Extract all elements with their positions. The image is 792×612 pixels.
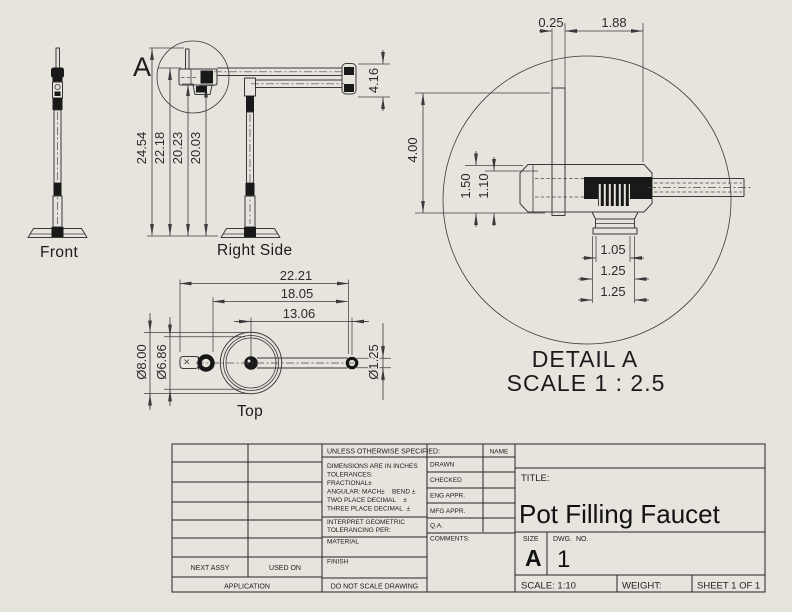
- mount-plate: [551, 87, 566, 216]
- dim-spout-od-2: 1.25: [600, 284, 625, 299]
- application-label: APPLICATION: [224, 584, 270, 591]
- spec-line: THREE PLACE DECIMAL ±: [327, 506, 410, 513]
- dwg-no-value: 1: [557, 546, 570, 573]
- title-block-grid: [171, 443, 766, 593]
- spout-outlet: [592, 227, 638, 235]
- approval-row-checked: CHECKED: [430, 477, 462, 484]
- detail-callout-label: A: [133, 52, 151, 82]
- dim-overall-width: 22.21: [280, 268, 313, 283]
- used-on-label: USED ON: [269, 565, 301, 572]
- dim-reach: 13.06: [283, 306, 316, 321]
- material-label: MATERIAL: [327, 539, 359, 546]
- title-label: TITLE:: [521, 473, 550, 484]
- dim-base-inner-dia: Ø6.86: [154, 344, 169, 379]
- dim-arm-width: 18.05: [281, 286, 314, 301]
- dim-bore-id: 1.10: [476, 173, 491, 198]
- detail-circle: [156, 40, 230, 114]
- dim-overall-height: 24.54: [134, 132, 149, 165]
- do-not-scale-label: DO NOT SCALE DRAWING: [331, 584, 419, 591]
- dim-spout-id: 1.05: [600, 242, 625, 257]
- detail-a-view: 0.25 1.88 4.00 1.50 1.10 1.05 1.25 1.25: [404, 14, 752, 396]
- drawing-title: Pot Filling Faucet: [519, 499, 721, 529]
- detail-a-scale: SCALE 1 : 2.5: [507, 370, 666, 396]
- name-column-header: NAME: [490, 449, 509, 456]
- weight-label: WEIGHT:: [622, 581, 662, 592]
- title-block: UNLESS OTHERWISE SPECIFIED: DIMENSIONS A…: [171, 443, 766, 593]
- size-value: A: [525, 545, 542, 571]
- approval-row-eng: ENG APPR.: [430, 493, 465, 500]
- extension-lines: [415, 23, 644, 303]
- front-view: Front: [27, 47, 88, 261]
- interpret-label: INTERPRET GEOMETRIC: [327, 519, 405, 526]
- tube-end: [345, 356, 359, 370]
- dim-spout-height: 20.03: [188, 132, 203, 165]
- next-assy-label: NEXT ASSY: [191, 565, 230, 572]
- dim-tube-dia: Ø1.25: [366, 344, 381, 379]
- approval-row-mfg: MFG APPR.: [430, 508, 466, 515]
- valve-body: [519, 164, 653, 213]
- spec-line: TOLERANCES:: [327, 472, 373, 479]
- approval-row-drawn: DRAWN: [430, 462, 455, 469]
- sheet-label: SHEET 1 OF 1: [697, 581, 760, 592]
- spec-line: ANGULAR: MACH± BEND ±: [327, 489, 416, 496]
- dim-end-height: 4.16: [366, 68, 381, 93]
- dim-spout-od-1: 1.25: [600, 263, 625, 278]
- dim-plate-thickness: 0.25: [538, 15, 563, 30]
- spec-line: TWO PLACE DECIMAL ±: [327, 497, 407, 504]
- comments-label: COMMENTS:: [430, 536, 470, 543]
- right-side-view-label: Right Side: [217, 242, 293, 259]
- dwg-no-label: DWG. NO.: [553, 536, 588, 543]
- right-side-view: 24.54 22.18 20.23 20.03 4.16 A Rig: [133, 40, 390, 259]
- unless-otherwise-label: UNLESS OTHERWISE SPECIFIED:: [327, 449, 440, 456]
- top-view-label: Top: [237, 403, 263, 420]
- spec-line: DIMENSIONS ARE IN INCHES: [327, 463, 418, 470]
- approval-row-qa: Q.A.: [430, 523, 443, 530]
- top-view: 22.21 18.05 13.06 Ø8.00 Ø6.86 Ø1.25 Top: [133, 267, 391, 420]
- dim-body-length: 1.88: [601, 15, 626, 30]
- detail-a-title: DETAIL A: [532, 346, 638, 372]
- detail-boundary-circle: [442, 55, 732, 345]
- valve-top: [197, 354, 215, 372]
- dim-base-outer-dia: Ø8.00: [134, 344, 149, 379]
- extension-lines: [144, 279, 391, 394]
- dim-detail-height: 4.00: [405, 137, 420, 162]
- dim-body-height: 20.23: [170, 132, 185, 165]
- dim-body-od: 1.50: [458, 173, 473, 198]
- spec-line: FRACTIONAL±: [327, 480, 372, 487]
- finish-label: FINISH: [327, 559, 349, 566]
- front-view-label: Front: [40, 244, 78, 261]
- size-label: SIZE: [523, 536, 539, 543]
- scale-label: SCALE: 1:10: [521, 581, 576, 592]
- knurled-section: [598, 184, 630, 206]
- interpret-label-2: TOLERANCING PER:: [327, 527, 391, 534]
- dim-valve-height: 22.18: [152, 132, 167, 165]
